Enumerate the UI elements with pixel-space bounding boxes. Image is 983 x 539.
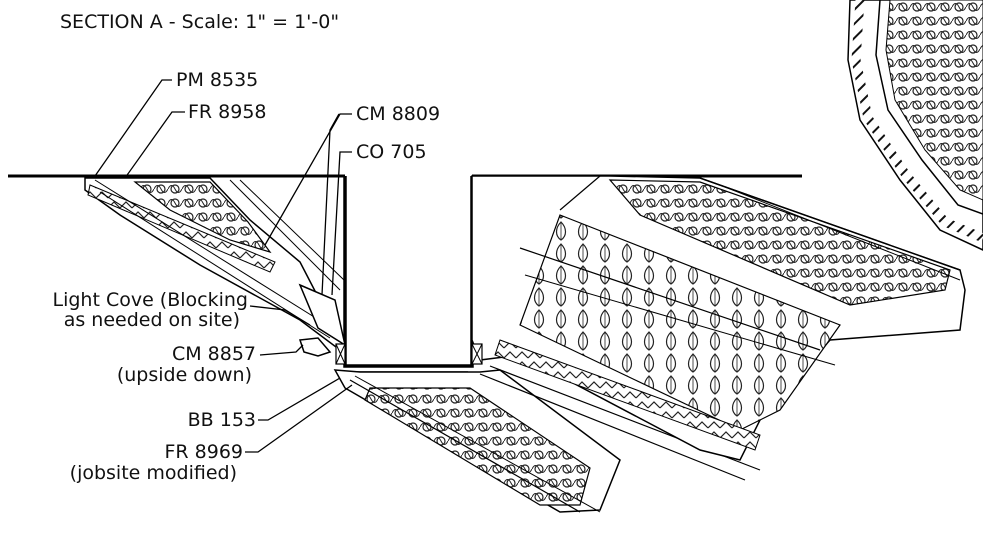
callout-pm8535: PM 8535 — [176, 69, 258, 91]
callout-fr8969-line1: FR 8969 — [164, 441, 243, 463]
callout-cm8857-line2: (upside down) — [117, 364, 252, 386]
callout-cm8857-line1: CM 8857 — [172, 343, 256, 365]
callout-cm8809: CM 8809 — [356, 103, 440, 125]
callout-fr8958: FR 8958 — [188, 101, 267, 123]
leader-lines — [94, 79, 353, 453]
section-title: SECTION A - Scale: 1" = 1'-0" — [60, 11, 339, 33]
callout-light-cove-line2: as needed on site) — [64, 309, 240, 331]
callout-co705: CO 705 — [356, 141, 427, 163]
callout-light-cove-line1: Light Cove (Blocking — [52, 289, 248, 311]
ceiling-panel-corner — [847, 0, 983, 251]
lower-frieze — [333, 365, 761, 513]
left-cove-molding — [84, 177, 347, 365]
callout-bb153: BB 153 — [188, 409, 256, 431]
recess-opening — [343, 176, 474, 379]
right-cove-molding — [471, 175, 966, 461]
callout-fr8969-line2: (jobsite modified) — [70, 462, 237, 484]
